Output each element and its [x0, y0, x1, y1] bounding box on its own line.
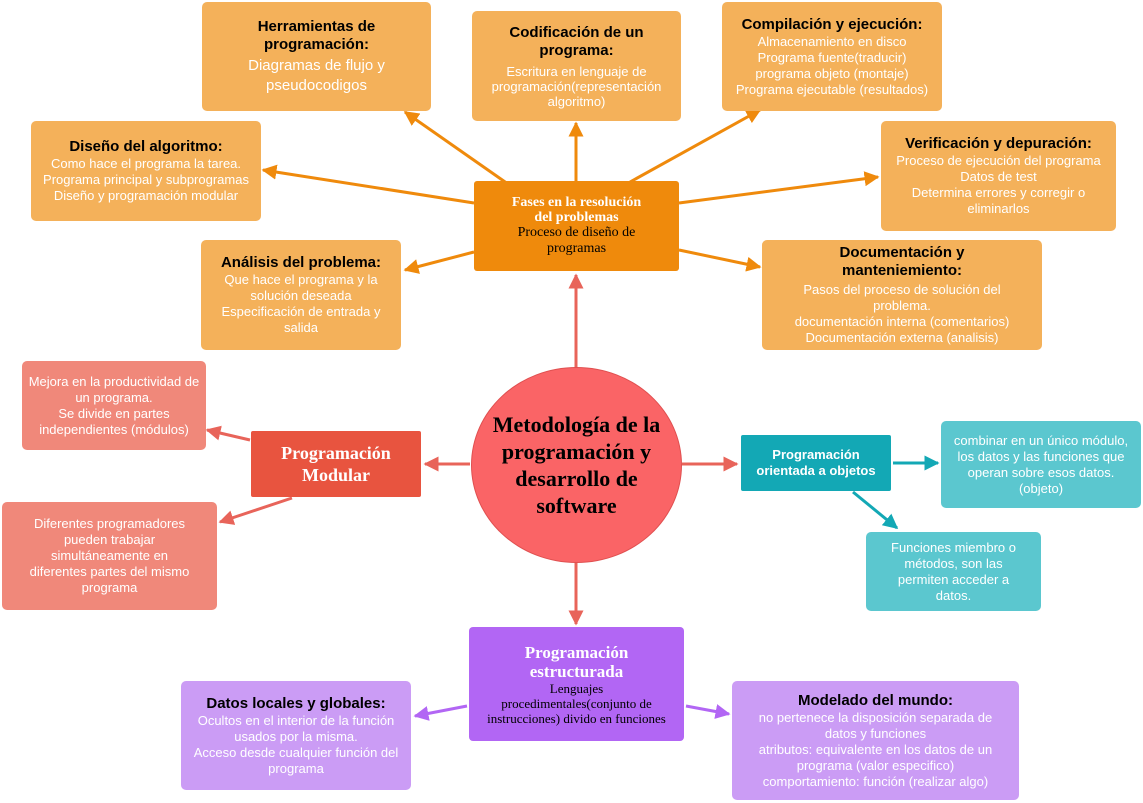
datos-title: Datos locales y globales:: [206, 694, 386, 712]
documentacion-node[interactable]: Documentación y manteniemiento: Pasos de…: [762, 240, 1042, 350]
center-title: Metodología de la programación y desarro…: [492, 412, 661, 518]
fases-node[interactable]: Fases en la resolución del problemas Pro…: [474, 181, 679, 271]
datos-body: Ocultos en el interior de la función usa…: [193, 712, 399, 776]
verificacion-body: Proceso de ejecución del programa Datos …: [896, 153, 1101, 216]
modular-title: Programación Modular: [281, 443, 391, 485]
estructurada-node[interactable]: Programación estructurada Lenguajes proc…: [469, 627, 684, 741]
modular-note2[interactable]: Diferentes programadores pueden trabajar…: [2, 502, 217, 610]
diseno-body: Como hace el programa la tarea. Programa…: [43, 156, 249, 203]
modelado-body: no pertenece la disposición separada de …: [758, 709, 993, 789]
arrow-to-objetos-note2: [852, 490, 899, 530]
fases-body: Proceso de diseño de programas: [517, 225, 636, 256]
objetos-note2[interactable]: Funciones miembro o métodos, son las per…: [866, 532, 1041, 611]
arrow-to-herramientas: [403, 110, 509, 186]
herramientas-body: Diagramas de flujo y pseudocodigos: [248, 56, 385, 94]
analisis-title: Análisis del problema:: [220, 254, 382, 271]
diseno-title: Diseño del algoritmo:: [69, 138, 223, 155]
verificacion-title: Verificación y depuración:: [905, 135, 1092, 152]
arrow-to-verificacion: [678, 171, 880, 205]
modular-note2-text: Diferentes programadores pueden trabajar…: [29, 516, 190, 595]
objetos-title: Programación orientada a objetos: [756, 447, 876, 478]
documentacion-title: Documentación y manteniemiento:: [839, 244, 965, 279]
objetos-note1[interactable]: combinar en un único módulo, los datos y…: [941, 421, 1141, 508]
arrow-to-compilacion: [629, 108, 762, 184]
center-node[interactable]: Metodología de la programación y desarro…: [471, 367, 682, 563]
modelado-title: Modelado del mundo:: [798, 691, 953, 709]
compilacion-title: Compilación y ejecución:: [741, 15, 923, 33]
documentacion-body: Pasos del proceso de solución del proble…: [794, 282, 1010, 345]
modelado-node[interactable]: Modelado del mundo: no pertenece la disp…: [732, 681, 1019, 800]
codificacion-node[interactable]: Codificación de un programa: Escritura e…: [472, 11, 681, 121]
arrow-to-analisis: [403, 250, 475, 274]
codificacion-body: Escritura en lenguaje de programación(re…: [491, 63, 662, 109]
arrow-to-modelado: [685, 704, 731, 719]
arrow-to-documentacion: [678, 248, 762, 272]
analisis-body: Que hace el programa y la solución desea…: [221, 272, 381, 335]
fases-title: Fases en la resolución del problemas: [511, 195, 642, 225]
compilacion-node[interactable]: Compilación y ejecución: Almacenamiento …: [722, 2, 942, 111]
objetos-note2-text: Funciones miembro o métodos, son las per…: [891, 539, 1016, 603]
arrow-to-modular-note1: [205, 425, 251, 442]
herramientas-title: Herramientas de programación:: [257, 17, 376, 53]
modular-node[interactable]: Programación Modular: [251, 431, 421, 497]
arrow-to-diseno: [261, 164, 475, 205]
herramientas-node[interactable]: Herramientas de programación: Diagramas …: [202, 2, 431, 111]
compilacion-body: Almacenamiento en disco Programa fuente(…: [735, 33, 929, 97]
arrow-to-modular-note2: [218, 496, 293, 525]
codificacion-title: Codificación de un programa:: [509, 23, 644, 59]
objetos-note1-text: combinar en un único módulo, los datos y…: [953, 432, 1129, 496]
arrow-to-datos: [413, 704, 468, 721]
modular-note1-text: Mejora en la productividad de un program…: [28, 373, 200, 437]
estructurada-title: Programación estructurada: [524, 642, 629, 681]
analisis-node[interactable]: Análisis del problema: Que hace el progr…: [201, 240, 401, 350]
objetos-node[interactable]: Programación orientada a objetos: [741, 435, 891, 491]
datos-node[interactable]: Datos locales y globales: Ocultos en el …: [181, 681, 411, 790]
modular-note1[interactable]: Mejora en la productividad de un program…: [22, 361, 206, 450]
verificacion-node[interactable]: Verificación y depuración: Proceso de ej…: [881, 121, 1116, 231]
diseno-node[interactable]: Diseño del algoritmo: Como hace el progr…: [31, 121, 261, 221]
estructurada-body: Lenguajes procedimentales(conjunto de in…: [487, 680, 666, 726]
